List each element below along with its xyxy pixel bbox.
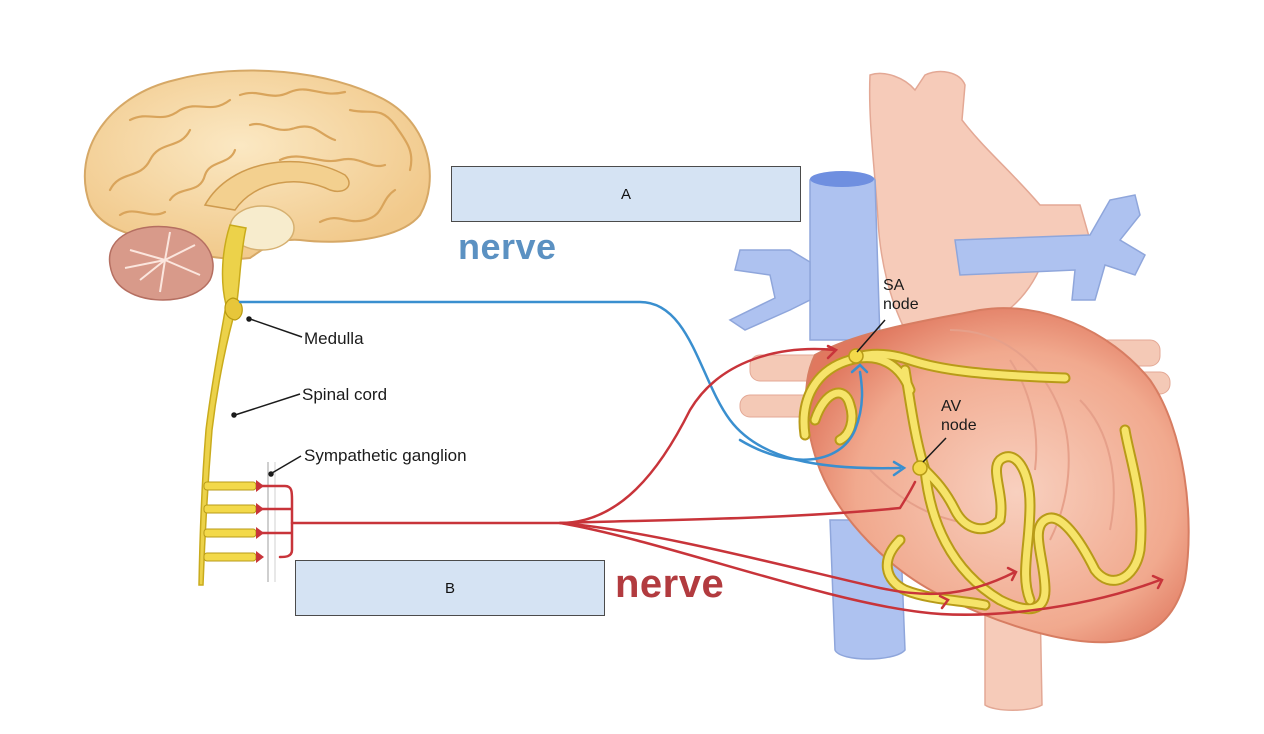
sympathetic-nerve-label: nerve bbox=[615, 562, 725, 606]
sympathetic-ganglia bbox=[203, 480, 264, 563]
label-box-a[interactable]: A bbox=[451, 166, 801, 222]
label-leader-lines bbox=[231, 316, 947, 477]
label-box-a-text: A bbox=[620, 185, 631, 203]
sa-node-label-line2: node bbox=[883, 296, 919, 313]
av-node bbox=[912, 460, 928, 476]
av-node-label: AV node bbox=[941, 397, 977, 435]
parasympathetic-nerve-pathway bbox=[238, 300, 907, 477]
conduction-pathway bbox=[798, 348, 1147, 615]
medulla-label: Medulla bbox=[304, 329, 364, 348]
parasympathetic-nerve-label: nerve bbox=[458, 226, 557, 267]
cerebellum bbox=[108, 225, 214, 301]
sympathetic-ganglion-label: Sympathetic ganglion bbox=[304, 446, 467, 465]
label-box-b[interactable]: B bbox=[295, 560, 605, 616]
av-node-label-line2: node bbox=[941, 417, 977, 434]
label-box-b-text: B bbox=[444, 579, 455, 597]
av-node-label-line1: AV bbox=[941, 398, 962, 415]
sa-node-label: SA node bbox=[883, 276, 919, 314]
brain-gyri bbox=[108, 88, 413, 224]
brain bbox=[84, 69, 431, 586]
sa-node bbox=[848, 348, 864, 364]
spinal-cord-label: Spinal cord bbox=[302, 385, 388, 404]
heart bbox=[728, 70, 1190, 711]
sa-node-label-line1: SA bbox=[883, 277, 905, 294]
